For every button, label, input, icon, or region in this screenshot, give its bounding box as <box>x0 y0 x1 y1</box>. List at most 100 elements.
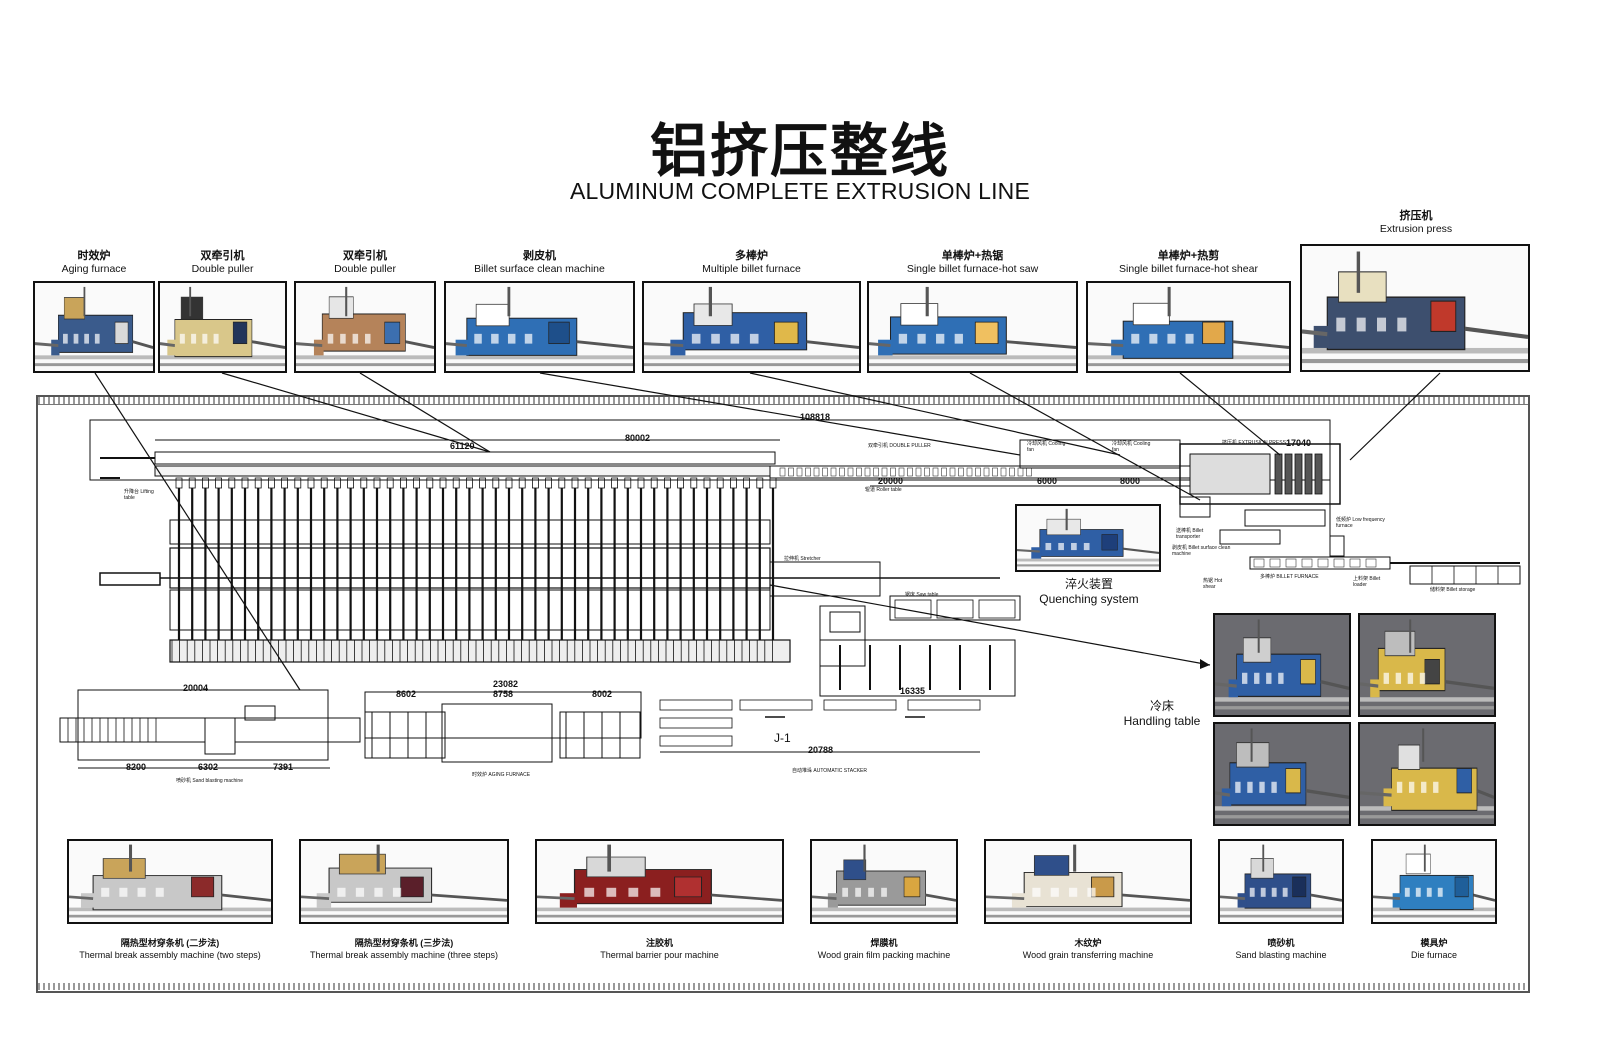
label-cooling-fan-2: 冷却风机 Cooling fan <box>1112 441 1151 453</box>
dim-aging-b: 8758 <box>493 689 514 699</box>
label-aging-furnace: 时效炉 AGING FURNACE <box>472 772 531 778</box>
machine-illustration <box>986 841 1190 922</box>
label-lifting-table: 升降台 Lifting table <box>124 489 154 501</box>
dim-aging-total: 23082 <box>493 679 519 689</box>
quenching-caption: 淬火装置 Quenching system <box>1010 577 1168 607</box>
top-equipment-photo <box>33 281 155 373</box>
caption-en: Double puller <box>191 263 254 275</box>
bottom-equipment-caption: 焊膜机 Wood grain film packing machine <box>790 937 978 961</box>
caption-en: Multiple billet furnace <box>702 263 801 275</box>
label-press: 挤压机 EXTRUSION PRESS <box>1222 440 1286 446</box>
dim-overall: 108818 <box>800 412 831 422</box>
machine-illustration <box>1220 841 1342 922</box>
caption-en: Thermal break assembly machine (two step… <box>79 950 261 960</box>
quenching-cn: 淬火装置 <box>1064 577 1113 591</box>
handling-table-cn: 冷床 <box>1149 699 1174 713</box>
extrusion-press-caption: 挤压机 Extrusion press <box>1302 210 1530 236</box>
bottom-equipment-photo <box>810 839 958 924</box>
handling-table-photo-4 <box>1358 722 1496 826</box>
machine-illustration <box>160 283 285 371</box>
label-roller-table: 辊道 Roller table <box>865 487 902 493</box>
dim-stack-total: 20788 <box>808 745 834 755</box>
caption-en: Die furnace <box>1410 950 1458 960</box>
label-auto-stacker: 自动堆垛 AUTOMATIC STACKER <box>792 768 868 774</box>
handling-table-en: Handling table <box>1123 714 1201 728</box>
handling-table-caption: 冷床 Handling table <box>1110 699 1214 729</box>
caption-cn: 喷砂机 <box>1267 938 1295 948</box>
dim-sand-c: 7391 <box>273 762 294 772</box>
handling-table-illustration <box>1215 615 1349 715</box>
handling-table-photo-3 <box>1213 722 1351 826</box>
caption-cn: 隔热型材穿条机 (二步法) <box>120 938 220 948</box>
title-chinese: 铝挤压整线 <box>649 117 950 185</box>
machine-illustration <box>812 841 956 922</box>
quenching-photo <box>1015 504 1161 572</box>
caption-cn: 时效炉 <box>77 250 111 262</box>
caption-cn: 剥皮机 <box>523 250 556 262</box>
machine-illustration <box>296 283 434 371</box>
top-equipment-photo <box>642 281 861 373</box>
machine-illustration <box>446 283 633 371</box>
caption-cn: 模具炉 <box>1420 938 1448 948</box>
caption-cn: 焊膜机 <box>870 938 898 948</box>
caption-cn: 木纹炉 <box>1074 938 1102 948</box>
machine-illustration <box>537 841 782 922</box>
dim-sand-b: 6302 <box>198 762 219 772</box>
label-billet-transporter: 送棒机 Billet transporter <box>1176 528 1204 540</box>
label-billet-loader: 上料架 Billet loader <box>1353 576 1381 588</box>
bottom-equipment-photo <box>299 839 509 924</box>
bottom-equipment-caption: 模具炉 Die furnace <box>1351 937 1517 961</box>
label-hot-saw: 热锯 Hot shear <box>1203 578 1223 590</box>
label-stretcher: 拉伸机 Stretcher <box>784 556 821 562</box>
bottom-equipment-photo <box>1218 839 1344 924</box>
title-english: ALUMINUM COMPLETE EXTRUSION LINE <box>569 178 1031 204</box>
bottom-equipment-photo <box>984 839 1192 924</box>
dim-press: 17040 <box>1286 438 1312 448</box>
caption-cn: 双牵引机 <box>343 250 387 262</box>
caption-en: Wood grain transferring machine <box>1022 950 1154 960</box>
bottom-equipment-photo <box>67 839 273 924</box>
dim-aging-a: 8602 <box>396 689 417 699</box>
label-double-puller: 双牵引机 DOUBLE PULLER <box>868 443 931 449</box>
caption-en: Sand blasting machine <box>1235 950 1327 960</box>
bottom-equipment-caption: 喷砂机 Sand blasting machine <box>1198 937 1364 961</box>
bottom-equipment-photo <box>1371 839 1497 924</box>
dim-8000: 8000 <box>1120 476 1141 486</box>
machine-illustration <box>35 283 153 371</box>
caption-en: Billet surface clean machine <box>474 263 605 275</box>
caption-cn: 双牵引机 <box>200 250 245 262</box>
caption-cn: 注胶机 <box>645 938 673 948</box>
dim-puller-table: 61120 <box>450 441 475 451</box>
frame-border-top <box>38 397 1528 405</box>
top-equipment-photo <box>1086 281 1291 373</box>
dim-puller-run: 80002 <box>625 433 651 443</box>
bottom-equipment-photo <box>535 839 784 924</box>
dim-cool: 16335 <box>900 686 926 696</box>
machine-illustration <box>301 841 507 922</box>
quenching-en: Quenching system <box>1039 592 1139 606</box>
handling-table-illustration <box>1360 615 1494 715</box>
bottom-equipment-caption: 木纹炉 Wood grain transferring machine <box>964 937 1212 961</box>
machine-illustration <box>1088 283 1289 371</box>
caption-en: Wood grain film packing machine <box>817 950 951 960</box>
bottom-equipment-caption: 隔热型材穿条机 (三步法)Thermal break assembly mach… <box>279 937 529 961</box>
extrusion-press-cn: 挤压机 <box>1399 210 1433 222</box>
label-saw-table: 锯床 Saw table <box>905 592 939 598</box>
caption-cn: 单棒炉+热锯 <box>941 250 1004 262</box>
extrusion-press-illustration <box>1302 246 1528 370</box>
dim-sand-a: 8200 <box>126 762 147 772</box>
dim-6000: 6000 <box>1037 476 1058 486</box>
handling-table-illustration <box>1360 724 1494 824</box>
machine-illustration <box>644 283 859 371</box>
quenching-illustration <box>1017 506 1159 570</box>
extrusion-press-en: Extrusion press <box>1379 223 1453 235</box>
caption-en: Double puller <box>334 263 396 275</box>
